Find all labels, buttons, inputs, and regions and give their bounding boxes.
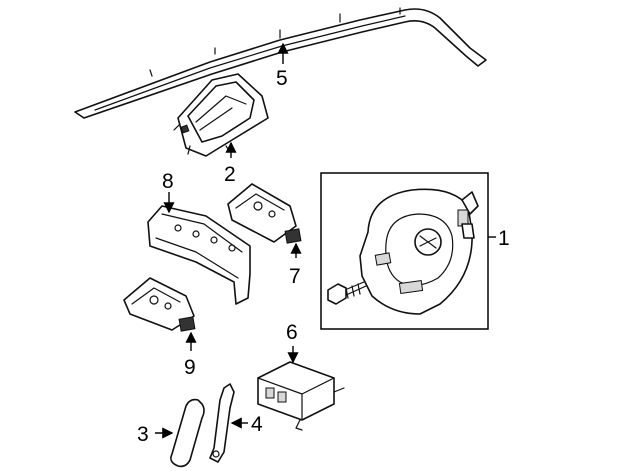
leader-lines: [155, 42, 496, 439]
callout-7: 7: [289, 265, 301, 288]
callout-4: 4: [251, 413, 263, 436]
callout-1: 1: [498, 227, 510, 250]
tether-part: [209, 383, 235, 463]
control-module-part: [257, 361, 345, 431]
bracket-part: [147, 205, 251, 305]
callout-8: 8: [162, 170, 174, 193]
mounting-bolt-part: [327, 281, 367, 305]
side-sensor-part: [227, 183, 302, 244]
side-pad-part: [170, 398, 205, 468]
curtain-airbag-part: [74, 7, 487, 119]
callout-2: 2: [224, 163, 236, 186]
callout-labels: 1 2 3 4 5 6 7 8 9: [137, 67, 510, 446]
front-sensor-part: [123, 277, 196, 332]
callout-9: 9: [184, 356, 196, 379]
callout-6: 6: [286, 321, 298, 344]
callout-5: 5: [276, 67, 288, 90]
passenger-airbag-part: [173, 73, 269, 157]
driver-airbag-part: [320, 172, 489, 330]
callout-3: 3: [137, 423, 149, 446]
